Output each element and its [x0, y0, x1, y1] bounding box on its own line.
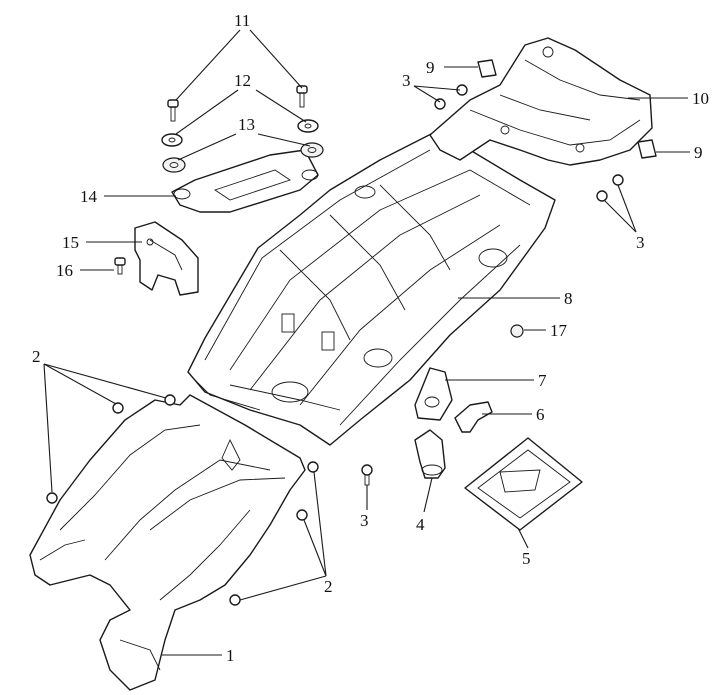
- callout-1: 1: [226, 646, 235, 665]
- callout-16: 16: [56, 261, 73, 280]
- part-11-bolt-left: [167, 99, 179, 122]
- part-7-latch-bracket: [414, 367, 453, 421]
- callout-2-right: 2: [324, 577, 333, 596]
- part-12-washer-right: [297, 119, 319, 133]
- part-13-grommet-left: [162, 157, 186, 173]
- callout-15: 15: [62, 233, 79, 252]
- callout-labels: 11 12 13 14 15 16 9 3 10 9 3 8 17 7 6 2 …: [32, 11, 709, 665]
- part-5-pad: [464, 437, 583, 531]
- callout-14: 14: [80, 187, 98, 206]
- part-17-screw: [510, 324, 524, 338]
- callout-11: 11: [234, 11, 250, 30]
- part-12-washer-left: [161, 133, 183, 147]
- callout-9-top: 9: [426, 58, 435, 77]
- part-13-grommet-right: [300, 142, 324, 158]
- part-8-undertray: [187, 131, 556, 446]
- callout-8: 8: [564, 289, 573, 308]
- callout-2-left: 2: [32, 347, 41, 366]
- callout-9-right: 9: [694, 143, 703, 162]
- callout-12: 12: [234, 71, 251, 90]
- leader-lines: [43, 29, 690, 656]
- part-14-plate: [171, 149, 319, 213]
- callout-7: 7: [538, 371, 547, 390]
- callout-3-bottom: 3: [360, 511, 369, 530]
- part-9-clip-right: [637, 139, 657, 159]
- part-3-screw-bottom: [361, 464, 373, 486]
- part-6-clip: [454, 401, 493, 433]
- part-10-rear-bracket: [429, 37, 653, 166]
- part-4-lock-cylinder: [414, 429, 446, 479]
- callout-17: 17: [550, 321, 568, 340]
- callout-6: 6: [536, 405, 545, 424]
- part-9-clip-top: [477, 59, 497, 78]
- callout-3-top: 3: [402, 71, 411, 90]
- part-3-screws-top: [434, 84, 468, 110]
- part-2-screws: [46, 394, 319, 606]
- callout-3-right: 3: [636, 233, 645, 252]
- part-1-inner-fender: [29, 394, 306, 691]
- callout-13: 13: [238, 115, 255, 134]
- callout-5: 5: [522, 549, 531, 568]
- part-16-bolt: [114, 257, 126, 275]
- part-11-bolt-right: [296, 85, 308, 108]
- callout-10: 10: [692, 89, 709, 108]
- part-15-bracket: [134, 221, 199, 296]
- callout-4: 4: [416, 515, 425, 534]
